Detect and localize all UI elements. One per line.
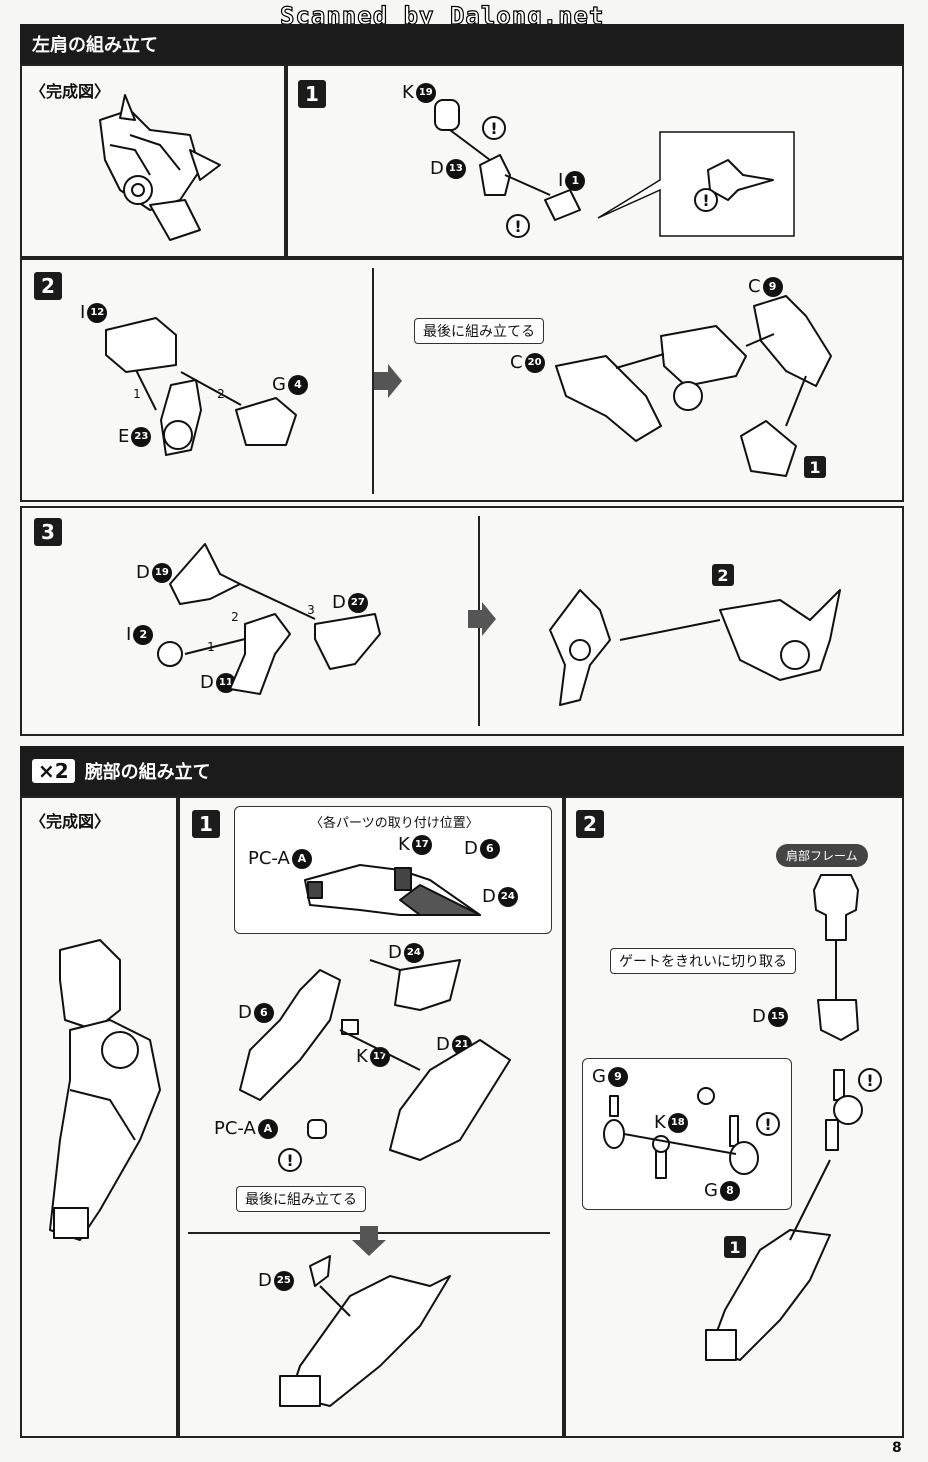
next-arrow-icon — [374, 364, 402, 398]
joint-parts-illustration — [603, 1087, 759, 1179]
warning-icon: ! — [482, 116, 506, 140]
step2-arm-illustration — [705, 1159, 831, 1361]
step-number-2: 2 — [576, 810, 604, 838]
callout-assemble-last: 最後に組み立てる — [236, 1186, 366, 1212]
ref-step-2: 2 — [712, 564, 734, 586]
inset-arm-illustration — [304, 864, 481, 916]
order-marker: 1 — [133, 387, 141, 401]
section-header-arm: ×2 腕部の組み立て — [20, 746, 904, 796]
down-arrow-icon — [352, 1226, 386, 1256]
step1-parts-illustration — [434, 99, 581, 221]
order-marker: 2 — [231, 610, 239, 624]
multiplier-badge: ×2 — [32, 759, 75, 783]
step-1-panel — [286, 64, 904, 258]
step1-arm-parts-illustration — [239, 959, 511, 1161]
next-arrow-icon — [468, 602, 496, 636]
arm-complete-illustration — [49, 939, 161, 1241]
complete-label: 〈完成図〉 — [30, 82, 111, 101]
panel-divider — [372, 268, 374, 494]
inset-title: 〈各パーツの取り付け位置〉 — [310, 816, 479, 831]
section-header-left-shoulder: 左肩の組み立て — [20, 24, 904, 64]
step2-parts-illustration — [105, 317, 297, 456]
step-number-2: 2 — [34, 272, 62, 300]
warning-icon: ! — [858, 1068, 882, 1092]
step1-arm-assembled-illustration — [279, 1255, 451, 1407]
ref-step-1: 1 — [804, 456, 826, 478]
ref-step-1: 1 — [724, 1236, 746, 1258]
callout-cut-gate: ゲートをきれいに切り取る — [610, 948, 796, 974]
complete-label: 〈完成図〉 — [30, 812, 111, 831]
warning-icon: ! — [278, 1148, 302, 1172]
shoulder-frame-badge: 肩部フレーム — [776, 844, 868, 867]
warning-icon: ! — [506, 214, 530, 238]
section-title: 腕部の組み立て — [84, 762, 211, 783]
shoulder-complete-illustration — [99, 94, 221, 241]
section-title: 左肩の組み立て — [32, 35, 158, 56]
callout-assemble-last: 最後に組み立てる — [414, 318, 544, 344]
step-number-3: 3 — [34, 518, 62, 546]
page-number: 8 — [892, 1440, 902, 1456]
step2-assembly-illustration — [555, 295, 832, 477]
detail-inset-callout — [597, 131, 795, 237]
step3-parts-illustration — [157, 543, 381, 695]
step-number-1: 1 — [192, 810, 220, 838]
order-marker: 3 — [307, 603, 315, 617]
warning-icon: ! — [756, 1112, 780, 1136]
step3-assembly-illustration — [549, 589, 841, 706]
warning-icon: ! — [694, 188, 718, 212]
step-number-1: 1 — [298, 80, 326, 108]
shoulder-frame-illustration — [813, 874, 859, 1041]
assembled-joint-illustration — [825, 1069, 863, 1151]
